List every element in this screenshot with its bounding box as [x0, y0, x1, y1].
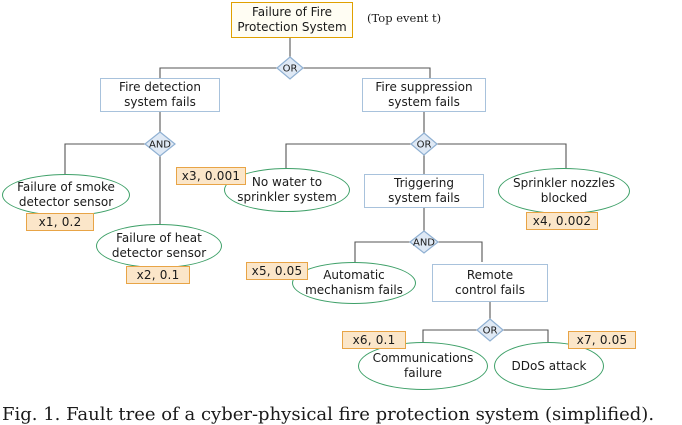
prob-x7: x7, 0.05: [568, 331, 636, 349]
gate-detect-label: AND: [149, 140, 171, 151]
prob-x6: x6, 0.1: [342, 331, 406, 349]
event-remote-control-fails: Remote control fails: [432, 264, 548, 302]
gate-remote-shape: [476, 318, 504, 342]
prob-x3: x3, 0.001: [176, 167, 246, 185]
gate-top-label: OR: [283, 64, 298, 75]
prob-x4: x4, 0.002: [526, 212, 598, 230]
prob-x5: x5, 0.05: [246, 262, 308, 280]
basic-nozzles-blocked: Sprinkler nozzles blocked: [498, 168, 630, 214]
edge-gate-smoke: [64, 143, 146, 174]
edge-top-detect: [159, 67, 278, 78]
gate-suppress-label: OR: [417, 140, 432, 151]
top-event-note: (Top event t): [367, 11, 442, 25]
edge-gate-nozzle: [436, 143, 567, 168]
edge-gate-water: [285, 143, 412, 168]
event-fire-detection-fails: Fire detection system fails: [100, 78, 220, 112]
edge-top-suppress: [302, 67, 431, 78]
gate-detect-shape: [144, 131, 176, 157]
fault-tree-edges: OR AND OR AND OR: [64, 38, 567, 342]
prob-x2: x2, 0.1: [126, 266, 190, 284]
edge-gate-remote: [438, 241, 483, 262]
fault-tree-diagram: OR AND OR AND OR Failure of Fire Protect…: [0, 0, 654, 425]
basic-no-water: No water to sprinkler system: [224, 168, 350, 212]
basic-automatic-mechanism-fails: Automatic mechanism fails: [292, 262, 416, 304]
basic-smoke-detector-failure: Failure of smoke detector sensor: [2, 174, 130, 216]
gate-remote-label: OR: [483, 326, 498, 337]
gate-suppress-shape: [410, 132, 438, 156]
edge-gate-auto: [354, 241, 410, 262]
gate-trigger-shape: [409, 230, 439, 254]
event-triggering-fails: Triggering system fails: [364, 174, 484, 208]
gate-trigger-label: AND: [413, 238, 435, 249]
edge-gate-ddos: [502, 329, 549, 342]
basic-ddos-attack: DDoS attack: [494, 342, 604, 390]
prob-x1: x1, 0.2: [26, 213, 94, 231]
gate-top-shape: [276, 56, 304, 80]
event-fire-suppression-fails: Fire suppression system fails: [362, 78, 486, 112]
basic-heat-detector-failure: Failure of heat detector sensor: [96, 224, 222, 268]
basic-communications-failure: Communications failure: [358, 342, 488, 390]
figure-caption: Fig. 1. Fault tree of a cyber-physical f…: [2, 404, 655, 425]
edge-gate-comm: [422, 329, 478, 342]
top-event: Failure of Fire Protection System: [231, 2, 353, 38]
